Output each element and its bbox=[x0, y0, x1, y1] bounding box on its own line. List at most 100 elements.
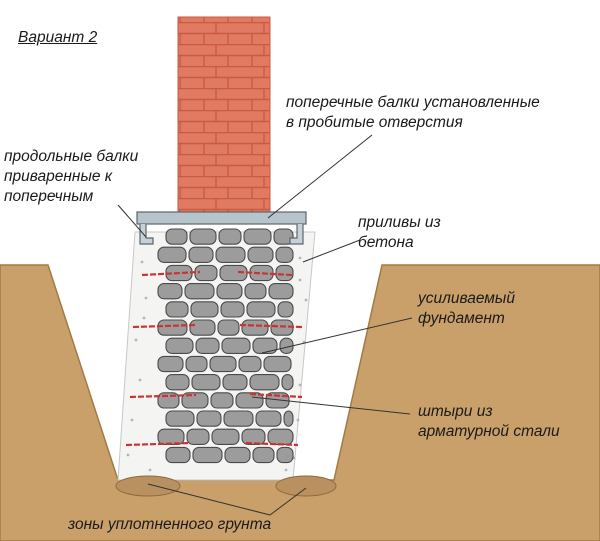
rebar-pin bbox=[141, 270, 201, 277]
rubble-stone bbox=[224, 446, 251, 464]
aggregate-speck bbox=[126, 453, 130, 457]
rubble-stone bbox=[249, 374, 280, 391]
aggregate-speck bbox=[284, 468, 288, 472]
variant-title: Вариант 2 bbox=[18, 29, 98, 46]
rubble-stone bbox=[157, 246, 187, 263]
rubble-stone bbox=[186, 428, 210, 445]
rubble-stone bbox=[218, 228, 242, 245]
brick-wall bbox=[177, 16, 271, 213]
rebar-pin bbox=[125, 441, 191, 447]
rubble-stone bbox=[217, 319, 240, 336]
leader-cross-beams bbox=[267, 134, 373, 219]
rubble-stone bbox=[189, 228, 217, 245]
aggregate-speck bbox=[298, 383, 302, 387]
compacted-zones-label: зоны уплотненного грунта bbox=[68, 516, 272, 533]
rubble-stone bbox=[277, 301, 294, 318]
rubble-stone bbox=[165, 301, 189, 318]
aggregate-speck bbox=[134, 338, 138, 342]
rubble-stone bbox=[185, 355, 208, 373]
pins-label-line2: арматурной стали bbox=[418, 423, 560, 440]
rubble-stone bbox=[216, 283, 243, 300]
leader-pins bbox=[251, 396, 411, 415]
long-beam-left bbox=[139, 224, 154, 245]
rubble-stone bbox=[188, 246, 214, 263]
rebar-pin bbox=[237, 270, 293, 277]
leader-foundation bbox=[261, 317, 413, 354]
rubble-stone bbox=[241, 428, 266, 445]
aggregate-speck bbox=[138, 378, 142, 382]
rubble-stone bbox=[223, 410, 254, 427]
long-beam-right bbox=[289, 224, 304, 245]
rubble-stone bbox=[252, 337, 278, 354]
rubble-stone bbox=[275, 246, 294, 263]
leader-long-beams bbox=[117, 204, 147, 238]
rubble-stone bbox=[252, 446, 275, 464]
rubble-stone bbox=[165, 410, 195, 427]
rubble-stone bbox=[215, 246, 246, 263]
rubble-stone bbox=[157, 319, 188, 336]
rubble-stone bbox=[196, 410, 222, 427]
leader-concrete bbox=[302, 239, 361, 263]
cross-beams-label-line2: в пробитые отверстия bbox=[286, 114, 463, 131]
aggregate-speck bbox=[130, 418, 134, 422]
leader-zone-right bbox=[269, 487, 307, 516]
rubble-stone bbox=[275, 264, 294, 282]
rubble-stone bbox=[255, 410, 282, 427]
rebar-pins bbox=[125, 270, 303, 447]
rubble-stone bbox=[281, 374, 294, 391]
rubble-stone bbox=[247, 246, 274, 263]
rubble-stone bbox=[267, 428, 294, 445]
rubble-stone bbox=[221, 337, 251, 354]
rubble-stone bbox=[211, 428, 240, 445]
rubble-stone bbox=[157, 283, 183, 300]
rubble-stone bbox=[165, 374, 190, 391]
concrete-label-line2: бетона bbox=[358, 234, 414, 251]
rubble-stone bbox=[268, 283, 294, 300]
rebar-pin bbox=[129, 393, 197, 399]
aggregate-speck bbox=[298, 256, 302, 260]
rubble-stone bbox=[222, 374, 248, 391]
rubble-stone bbox=[238, 355, 262, 373]
rubble-stone bbox=[244, 283, 267, 300]
rubble-stone bbox=[165, 337, 194, 354]
rebar-pin bbox=[132, 323, 197, 329]
foundation-label-line1: усиливаемый bbox=[418, 290, 515, 307]
compacted-zone-left bbox=[115, 475, 181, 497]
rubble-stone bbox=[273, 228, 294, 245]
rubble-stone bbox=[209, 355, 237, 373]
rubble-stone bbox=[263, 355, 292, 373]
rubble-stone bbox=[220, 301, 245, 318]
rubble-stone bbox=[165, 446, 191, 464]
cross-beams-label-line1: поперечные балки установленные bbox=[286, 94, 540, 111]
rubble-stone bbox=[241, 319, 269, 336]
rubble-stone bbox=[157, 428, 185, 445]
rubble-stone bbox=[191, 374, 221, 391]
rubble-stone bbox=[195, 337, 220, 354]
long-beams-label-line3: поперечным bbox=[4, 188, 94, 205]
aggregate-speck bbox=[296, 418, 300, 422]
rebar-pin bbox=[249, 392, 303, 399]
rubble-stone bbox=[184, 283, 215, 300]
rubble-stone bbox=[189, 319, 216, 336]
long-beams-label-line1: продольные балки bbox=[4, 148, 139, 165]
aggregate-speck bbox=[144, 296, 148, 300]
leader-zone-left bbox=[147, 483, 271, 516]
rubble-stone bbox=[192, 446, 223, 464]
aggregate-speck bbox=[148, 468, 152, 472]
rubble-stone bbox=[157, 355, 184, 373]
long-beams-label-line2: приваренные к bbox=[4, 168, 113, 185]
rubble-stone bbox=[246, 301, 276, 318]
soil-ground bbox=[0, 264, 600, 541]
rubble-stone bbox=[235, 392, 264, 409]
pins-label-line1: штыри из bbox=[418, 403, 493, 420]
compacted-zone-right bbox=[275, 475, 337, 497]
aggregate-speck bbox=[298, 278, 302, 282]
aggregate-speck bbox=[140, 260, 144, 264]
rubble-stone bbox=[181, 392, 209, 409]
foundation-label-line2: фундамент bbox=[418, 310, 505, 327]
rubble-stone bbox=[165, 228, 188, 245]
cross-beam bbox=[136, 211, 307, 225]
rubble-stone bbox=[249, 264, 274, 282]
rebar-pin bbox=[245, 441, 299, 447]
